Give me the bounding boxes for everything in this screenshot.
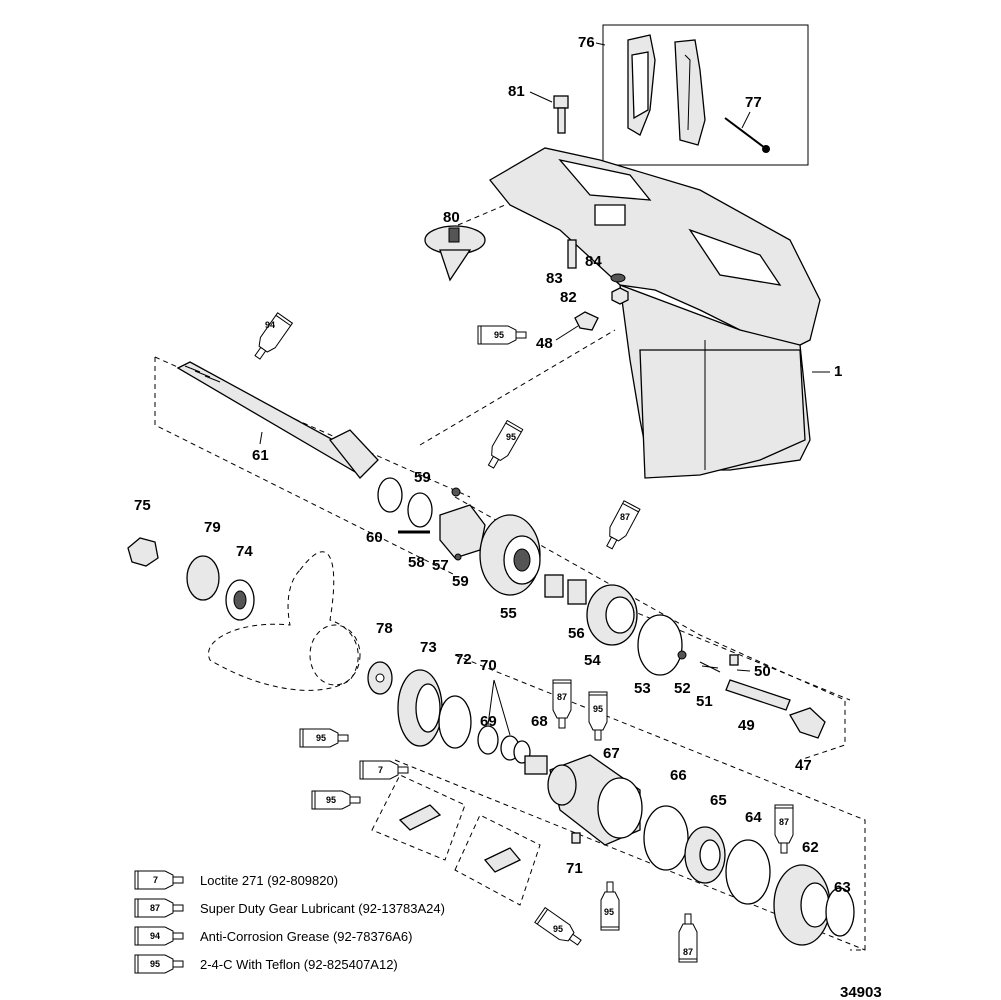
part-label-82: 82 xyxy=(560,289,577,306)
part-label-65: 65 xyxy=(710,792,727,809)
bearing-carrier-67 xyxy=(547,754,643,846)
part-label-50: 50 xyxy=(754,663,771,680)
tube-7-part69: 7 xyxy=(378,765,383,775)
part-label-55: 55 xyxy=(500,605,517,622)
part-label-64: 64 xyxy=(745,809,762,826)
tube-95-part68: 95 xyxy=(593,704,603,714)
part-label-63: 63 xyxy=(834,879,851,896)
legend-text-1: Loctite 271 (92-809820) xyxy=(200,873,338,888)
legend-text-2: Super Duty Gear Lubricant (92-13783A24) xyxy=(200,901,445,916)
part-label-62: 62 xyxy=(802,839,819,856)
legend-text-4: 2-4-C With Teflon (92-825407A12) xyxy=(200,957,398,972)
part-80 xyxy=(424,204,506,282)
part-label-81: 81 xyxy=(508,83,525,100)
figure-number: 34903 xyxy=(840,984,882,1000)
part-label-1: 1 xyxy=(834,363,842,380)
part-label-54: 54 xyxy=(584,652,601,669)
part-label-69: 69 xyxy=(480,713,497,730)
tube-95-bottom: 95 xyxy=(553,924,563,934)
part-label-56: 56 xyxy=(568,625,585,642)
part-label-68: 68 xyxy=(531,713,548,730)
legend-code-4: 95 xyxy=(150,959,160,969)
tube-87-part68: 87 xyxy=(557,692,567,702)
tube-95-mid: 95 xyxy=(506,432,516,442)
gear-housing xyxy=(489,147,821,479)
bearing-group-57-60 xyxy=(377,477,486,561)
tube-87-part62: 87 xyxy=(779,817,789,827)
part-label-57: 57 xyxy=(432,557,449,574)
part-label-61: 61 xyxy=(252,447,269,464)
part-label-84: 84 xyxy=(585,253,602,270)
retainer-group-68-70 xyxy=(477,725,548,775)
reverse-gear-62 xyxy=(773,864,855,946)
part-label-80: 80 xyxy=(443,209,460,226)
part-label-72: 72 xyxy=(455,651,472,668)
part-label-71: 71 xyxy=(566,860,583,877)
bearing-56-and-race-54 xyxy=(544,574,638,646)
part-label-47: 47 xyxy=(795,757,812,774)
part-label-77: 77 xyxy=(745,94,762,111)
tube-94-shaft: 94 xyxy=(265,320,275,330)
shift-components-47-53 xyxy=(637,614,826,739)
part-label-58: 58 xyxy=(408,554,425,571)
legend-code-3: 94 xyxy=(150,931,160,941)
part-label-76: 76 xyxy=(578,34,595,51)
driveshaft-61 xyxy=(176,361,379,479)
tube-87-part65: 87 xyxy=(683,947,693,957)
legend: 7 Loctite 271 (92-809820) 87 Super Duty … xyxy=(134,870,445,974)
tube-95-part66: 95 xyxy=(604,907,614,917)
part-label-78: 78 xyxy=(376,620,393,637)
part-label-59-top: 59 xyxy=(414,469,431,486)
seals-64-66 xyxy=(643,805,771,905)
part-label-59-bottom: 59 xyxy=(452,573,469,590)
part-label-49: 49 xyxy=(738,717,755,734)
part-label-74: 74 xyxy=(236,543,253,560)
lubricant-tubes: 94 95 95 87 95 7 95 87 95 95 87 87 95 xyxy=(249,312,794,963)
part-label-60: 60 xyxy=(366,529,383,546)
thrust-hub-group-72-78 xyxy=(367,661,472,749)
part-label-66: 66 xyxy=(670,767,687,784)
tube-95-part48: 95 xyxy=(494,330,504,340)
bolt-81 xyxy=(553,95,569,134)
pinion-gear-55 xyxy=(479,514,541,596)
propeller-phantom xyxy=(207,551,361,691)
legend-code-1: 7 xyxy=(153,875,158,885)
legend-code-2: 87 xyxy=(150,903,160,913)
prop-nut-group-74-79 xyxy=(127,537,255,621)
part-label-53: 53 xyxy=(634,680,651,697)
part-label-52: 52 xyxy=(674,680,691,697)
part-label-51: 51 xyxy=(696,693,713,710)
part-label-83: 83 xyxy=(546,270,563,287)
part-label-67: 67 xyxy=(603,745,620,762)
fasteners-82-84 xyxy=(567,239,629,331)
part-label-73: 73 xyxy=(420,639,437,656)
part-label-79: 79 xyxy=(204,519,221,536)
part-label-70: 70 xyxy=(480,657,497,674)
tube-95-part73: 95 xyxy=(316,733,326,743)
part-label-75: 75 xyxy=(134,497,151,514)
tube-95-lower: 95 xyxy=(326,795,336,805)
tube-87-gear: 87 xyxy=(620,512,630,522)
tool-boxes xyxy=(371,774,541,906)
part-label-48: 48 xyxy=(536,335,553,352)
legend-text-3: Anti-Corrosion Grease (92-78376A6) xyxy=(200,929,412,944)
part-76-kit-box xyxy=(602,24,809,166)
